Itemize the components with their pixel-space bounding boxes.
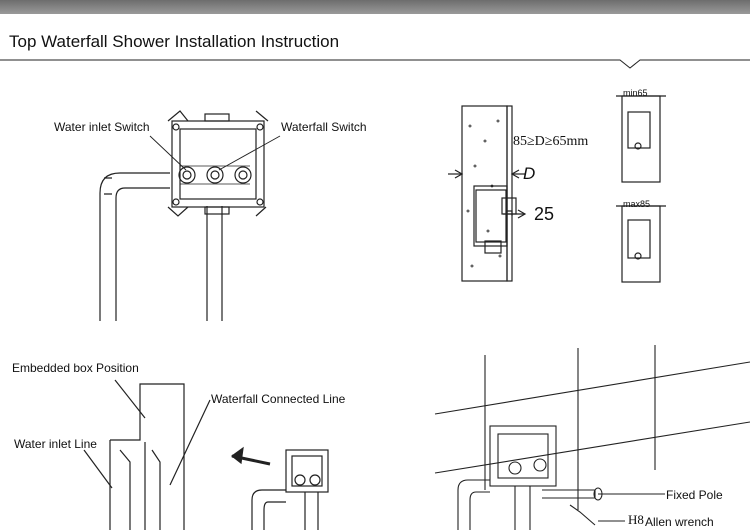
valve-box-diagram: Water inlet Switch Waterfall Switch xyxy=(0,66,380,336)
depth-drawing xyxy=(448,95,666,283)
label-h8: H8 xyxy=(628,512,644,527)
label-d: D xyxy=(523,164,536,183)
label-allen-wrench: Allen wrench xyxy=(645,515,714,529)
label-25: 25 xyxy=(534,204,555,224)
valve-box-drawing xyxy=(99,110,281,321)
label-min65: min65 xyxy=(623,88,648,98)
depth-diagram: 85≥D≥65mm D 25 min65 max85 xyxy=(430,66,750,296)
label-water-inlet-line: Water inlet Line xyxy=(14,437,97,451)
label-water-inlet-switch: Water inlet Switch xyxy=(54,120,150,134)
label-embedded-box-position: Embedded box Position xyxy=(12,361,139,375)
header-divider xyxy=(0,59,750,69)
wall-lines-drawing xyxy=(83,379,329,530)
top-banner-bar xyxy=(0,0,750,14)
label-waterfall-switch: Waterfall Switch xyxy=(281,120,367,134)
page-title: Top Waterfall Shower Installation Instru… xyxy=(9,32,340,51)
fixing-drawing xyxy=(434,345,750,530)
header: Top Waterfall Shower Installation Instru… xyxy=(0,14,750,69)
label-max85: max85 xyxy=(623,199,651,209)
label-waterfall-connected-line: Waterfall Connected Line xyxy=(211,392,346,406)
label-depth-range: 85≥D≥65mm xyxy=(513,134,589,149)
wall-lines-diagram: Embedded box Position Waterfall Connecte… xyxy=(0,340,380,530)
fixing-diagram: Fixed Pole H8 Allen wrench xyxy=(420,340,750,530)
label-fixed-pole: Fixed Pole xyxy=(666,488,723,502)
